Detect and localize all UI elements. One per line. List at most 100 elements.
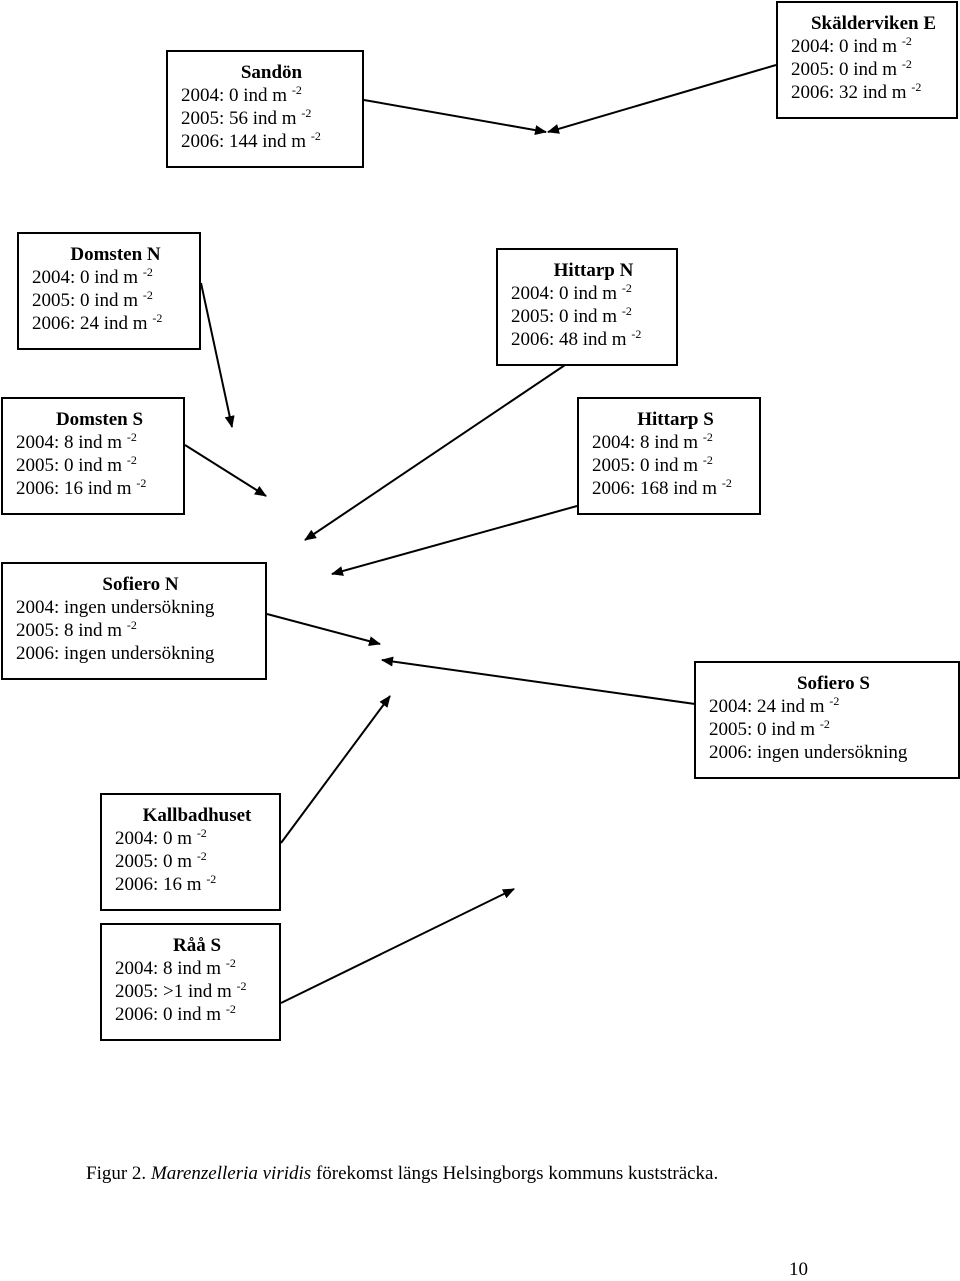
arrow-hittarp-s — [331, 505, 578, 576]
density-value: 0 ind m — [229, 85, 288, 106]
year-label: 2006: — [16, 478, 60, 499]
station-value-line: 2005: 0 ind m -2 — [592, 454, 759, 477]
arrow-sandon — [363, 99, 547, 136]
figure-caption: Figur 2. Marenzelleria viridis förekomst… — [86, 1163, 718, 1185]
unit-exponent: -2 — [196, 826, 207, 840]
arrow-sofiero-s — [381, 656, 696, 705]
density-value: 0 m — [163, 851, 193, 872]
unit-exponent: -2 — [136, 476, 147, 490]
station-title: Sofiero S — [796, 673, 870, 694]
station-value-line: 2005: 8 ind m -2 — [16, 619, 265, 642]
station-value-line: 2006: 168 ind m -2 — [592, 477, 759, 500]
density-value: 0 ind m — [80, 290, 139, 311]
density-value: 0 ind m — [80, 267, 139, 288]
station-title: Kallbadhuset — [142, 805, 252, 826]
arrow-domsten-s — [184, 444, 267, 497]
unit-exponent: -2 — [236, 979, 247, 993]
unit-exponent: -2 — [291, 83, 302, 97]
station-value-line: 2006: 16 ind m -2 — [16, 477, 183, 500]
year-label: 2006: — [511, 329, 555, 350]
arrow-kallbadhuset — [280, 695, 391, 844]
unit-exponent: -2 — [819, 717, 830, 731]
station-value-line: 2006: ingen undersökning — [16, 642, 265, 665]
unit-exponent: -2 — [702, 453, 713, 467]
page-number: 10 — [789, 1259, 808, 1280]
density-value: 16 m — [163, 874, 202, 895]
density-value: 0 ind m — [559, 283, 618, 304]
year-label: 2004: — [16, 432, 60, 453]
arrow-hittarp-n — [304, 362, 569, 541]
unit-exponent: -2 — [621, 304, 632, 318]
station-value-line: 2004: 0 m -2 — [115, 827, 279, 850]
density-value: 0 ind m — [163, 1004, 222, 1025]
station-value-line: 2006: 48 ind m -2 — [511, 328, 676, 351]
density-value: 24 ind m — [80, 313, 148, 334]
unit-exponent: -2 — [225, 956, 236, 970]
station-title: Hittarp S — [637, 409, 714, 430]
unit-exponent: -2 — [829, 694, 840, 708]
density-value: 48 ind m — [559, 329, 627, 350]
station-value-line: 2004: 24 ind m -2 — [709, 695, 958, 718]
station-value-line: 2005: 0 ind m -2 — [791, 58, 956, 81]
unit-exponent: -2 — [142, 288, 153, 302]
year-label: 2005: — [16, 620, 60, 641]
unit-exponent: -2 — [911, 80, 922, 94]
year-label: 2005: — [511, 306, 555, 327]
year-label: 2006: — [181, 131, 225, 152]
year-label: 2004: — [181, 85, 225, 106]
station-value-line: 2004: ingen undersökning — [16, 596, 265, 619]
year-label: 2006: — [791, 82, 835, 103]
caption-suffix: förekomst längs Helsingborgs kommuns kus… — [311, 1163, 719, 1184]
year-label: 2004: — [791, 36, 835, 57]
year-label: 2004: — [115, 828, 159, 849]
station-value-line: 2006: 0 ind m -2 — [115, 1003, 279, 1026]
year-label: 2006: — [115, 1004, 159, 1025]
station-value-line: 2006: 16 m -2 — [115, 873, 279, 896]
arrow-domsten-n — [200, 282, 235, 428]
year-label: 2006: — [709, 742, 753, 763]
unit-exponent: -2 — [631, 327, 642, 341]
year-label: 2006: — [115, 874, 159, 895]
unit-exponent: -2 — [126, 430, 137, 444]
station-value-line: 2005: 0 ind m -2 — [32, 289, 199, 312]
unit-exponent: -2 — [225, 1002, 236, 1016]
arrow-sofiero-n — [266, 613, 381, 647]
year-label: 2005: — [32, 290, 76, 311]
station-value-line: 2005: >1 ind m -2 — [115, 980, 279, 1003]
density-value: ingen undersökning — [64, 597, 215, 618]
density-value: 0 ind m — [640, 455, 699, 476]
density-value: 8 ind m — [64, 432, 123, 453]
arrow-skalderviken-e — [547, 64, 777, 134]
unit-exponent: -2 — [206, 872, 217, 886]
station-value-line: 2004: 8 ind m -2 — [16, 431, 183, 454]
density-value: ingen undersökning — [64, 643, 215, 664]
density-value: 8 ind m — [640, 432, 699, 453]
unit-exponent: -2 — [901, 34, 912, 48]
density-value: 0 m — [163, 828, 193, 849]
arrow-raa-s — [280, 888, 515, 1004]
station-value-line: 2005: 0 m -2 — [115, 850, 279, 873]
station-value-line: 2004: 0 ind m -2 — [32, 266, 199, 289]
caption-species: Marenzelleria viridis — [150, 1163, 312, 1184]
station-value-line: 2005: 0 ind m -2 — [16, 454, 183, 477]
unit-exponent: -2 — [126, 453, 137, 467]
station-value-line: 2005: 56 ind m -2 — [181, 107, 362, 130]
station-title: Sandön — [240, 62, 303, 83]
station-value-line: 2006: 144 ind m -2 — [181, 130, 362, 153]
density-value: 0 ind m — [839, 36, 898, 57]
density-value: >1 ind m — [163, 981, 232, 1002]
station-title: Råå S — [172, 935, 222, 956]
density-value: 8 ind m — [64, 620, 123, 641]
unit-exponent: -2 — [196, 849, 207, 863]
year-label: 2004: — [592, 432, 636, 453]
density-value: 32 ind m — [839, 82, 907, 103]
density-value: 24 ind m — [757, 696, 825, 717]
year-label: 2004: — [115, 958, 159, 979]
station-value-line: 2006: 32 ind m -2 — [791, 81, 956, 104]
density-value: 56 ind m — [229, 108, 297, 129]
density-value: 0 ind m — [64, 455, 123, 476]
unit-exponent: -2 — [126, 618, 137, 632]
